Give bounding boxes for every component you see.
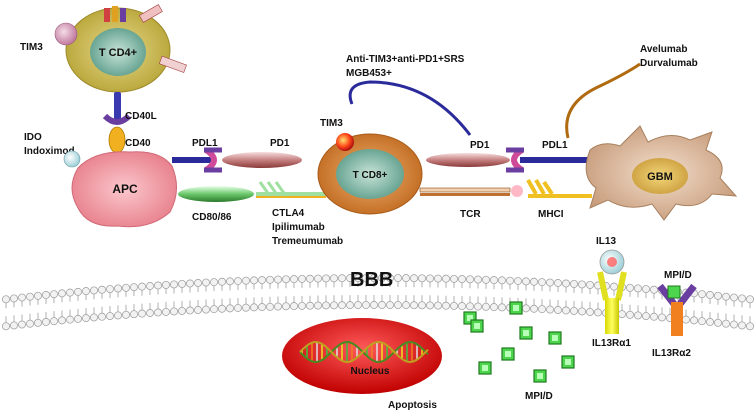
mgb453-label: MGB453+	[346, 68, 392, 79]
mpid-particles	[463, 301, 575, 383]
tcd8-cell: T CD8+	[317, 133, 423, 215]
nucleus	[282, 318, 442, 394]
cd80-86-receptor	[178, 186, 254, 202]
tcr-receptor	[419, 185, 523, 197]
mpid-top-label: MPI/D	[664, 270, 692, 281]
mpid-bound-particle	[667, 285, 681, 299]
cd80-86-label: CD80/86	[192, 212, 232, 223]
tcd4-label: T CD4+	[99, 47, 137, 59]
pdl1-right-receptor	[506, 147, 590, 173]
tim3-cd8-label: TIM3	[320, 118, 343, 129]
ido-label: IDO	[24, 132, 42, 143]
indoximod-label: Indoximod	[24, 146, 75, 157]
il13ra2-receptor	[657, 283, 697, 336]
cd40l-label: CD40L	[125, 111, 157, 122]
bbb-label: BBB	[350, 269, 393, 291]
ctla4-label: CTLA4	[272, 208, 305, 219]
blood-brain-barrier-membrane	[2, 274, 754, 331]
apc-label: APC	[112, 182, 138, 196]
tcd4-surface-receptors	[104, 4, 187, 73]
pdl1-left-receptor	[172, 147, 222, 173]
gbm-label: GBM	[647, 171, 673, 183]
cd40l-receptor	[102, 92, 132, 154]
tcr-label: TCR	[460, 209, 481, 220]
tim3-cd4-sphere	[54, 22, 78, 46]
il13-label: IL13	[596, 236, 616, 247]
tcd4-cell: T CD4+	[65, 7, 171, 93]
pd1-right-receptor	[426, 153, 510, 167]
pd1-left-label: PD1	[270, 138, 290, 149]
apoptosis-label: Apoptosis	[388, 400, 437, 411]
pd1-left-receptor	[222, 152, 302, 168]
mhci-label: MHCI	[538, 209, 564, 220]
anti-tim3-antibody	[348, 80, 472, 136]
tremelimumab-label: Tremeumumab	[272, 236, 343, 247]
ipilimumab-label: Ipilimumab	[272, 222, 325, 233]
mpid-bottom-label: MPI/D	[525, 391, 553, 402]
nucleus-label: Nucleus	[351, 366, 390, 377]
mhci-receptor	[526, 179, 592, 198]
cd40-label: CD40	[125, 138, 151, 149]
il13ra1-label: IL13Rα1	[592, 338, 631, 349]
tcd8-label: T CD8+	[353, 170, 388, 181]
avelumab-label: Avelumab	[640, 44, 687, 55]
il13ra1-receptor	[597, 271, 627, 334]
tim3-cd4-label: TIM3	[20, 42, 43, 53]
avelumab-antibody	[565, 62, 641, 139]
ctla4-receptor	[256, 181, 326, 198]
durvalumab-label: Durvalumab	[640, 58, 698, 69]
pd1-right-label: PD1	[470, 140, 490, 151]
pdl1-right-label: PDL1	[542, 140, 568, 151]
dna-helix	[299, 340, 429, 364]
ido-sphere	[63, 150, 81, 168]
apc-cell	[71, 151, 177, 228]
gbm-nucleus	[632, 158, 688, 194]
il13ra2-label: IL13Rα2	[652, 348, 691, 359]
anti-tim3-label: Anti-TIM3+anti-PD1+SRS	[346, 54, 465, 65]
pdl1-left-label: PDL1	[192, 138, 218, 149]
tim3-cd8-sphere	[336, 133, 354, 151]
